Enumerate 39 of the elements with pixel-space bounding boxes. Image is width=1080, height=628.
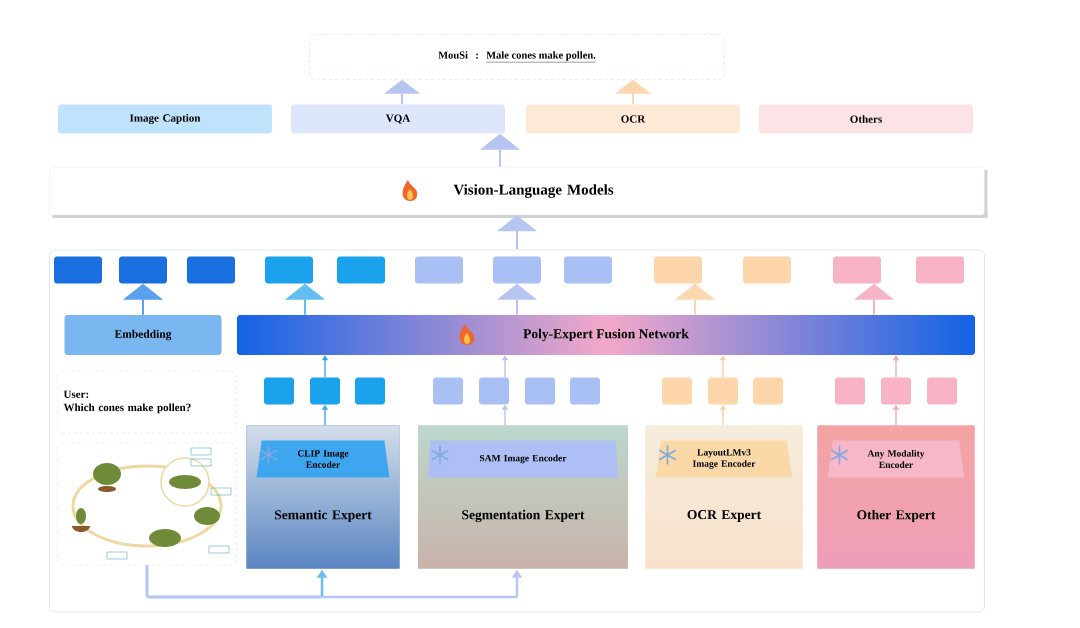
token-box — [743, 256, 791, 284]
token-box — [265, 256, 313, 284]
encoder-trapezoid: Any Modality Encoder — [827, 440, 965, 478]
task-box: Others — [759, 104, 973, 134]
answer-bubble: MouSi : Male cones make pollen. — [309, 34, 725, 80]
token-box — [881, 377, 911, 405]
token-box — [753, 377, 783, 405]
token-box — [264, 377, 294, 405]
model-box: Vision-Language Models — [49, 166, 988, 218]
token-box — [654, 256, 702, 284]
token-box — [119, 256, 167, 284]
token-box — [355, 377, 385, 405]
token-box — [525, 377, 555, 405]
token-box — [433, 377, 463, 405]
task-box: VQA — [291, 104, 505, 134]
encoder-trapezoid: SAM Image Encoder — [428, 440, 618, 478]
token-box — [187, 256, 235, 284]
encoder-trapezoid: CLIP Image Encoder — [256, 440, 390, 478]
embedding-box: Embedding — [64, 315, 222, 355]
token-box — [570, 377, 600, 405]
token-box — [493, 256, 541, 284]
token-box — [337, 256, 385, 284]
encoder-trapezoid: LayoutLMv3 Image Encoder — [655, 440, 793, 478]
token-box — [479, 377, 509, 405]
token-box — [833, 256, 881, 284]
pine-life-cycle-drawing — [57, 442, 237, 566]
token-box — [310, 377, 340, 405]
token-box — [927, 377, 957, 405]
task-box: OCR — [526, 104, 740, 134]
question-box: User: Which cones make pollen? — [57, 370, 237, 434]
token-box — [708, 377, 738, 405]
token-box — [835, 377, 865, 405]
token-box — [54, 256, 102, 284]
token-box — [564, 256, 612, 284]
token-box — [415, 256, 463, 284]
fusion-network-bar: Poly-Expert Fusion Network — [236, 314, 976, 356]
task-box: Image Caption — [58, 104, 272, 134]
token-box — [916, 256, 964, 284]
token-box — [662, 377, 692, 405]
